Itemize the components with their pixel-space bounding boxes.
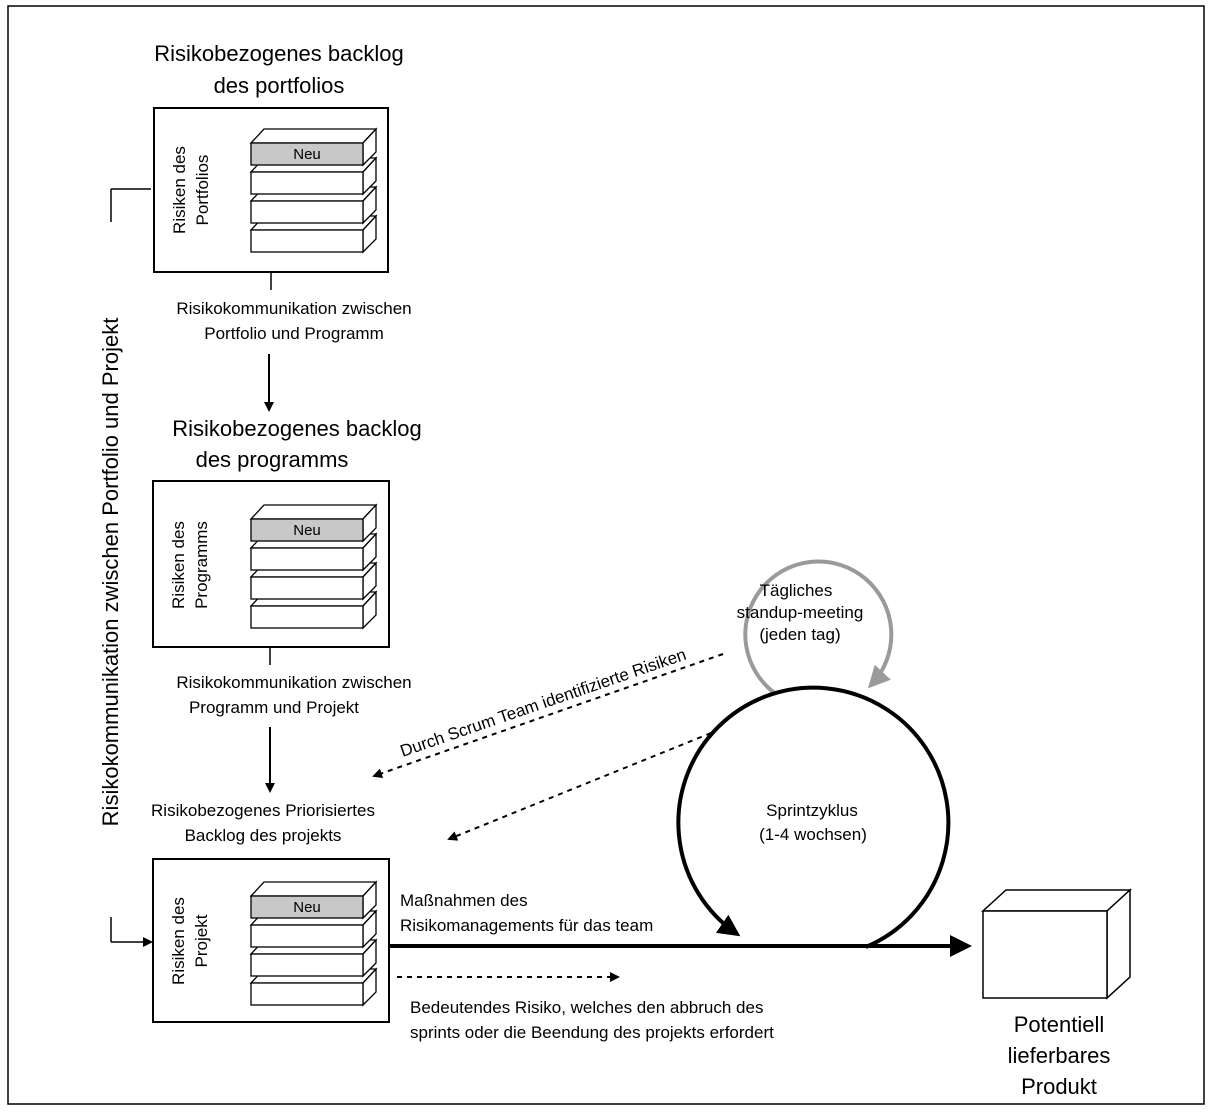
program-title-line2: des programms: [196, 447, 349, 472]
scrum-team-label: Durch Scrum Team identifizierte Risiken: [398, 645, 689, 761]
daily-standup-cycle: Tägliches standup-meeting (jeden tag): [737, 559, 894, 696]
outer-frame: [7, 5, 1205, 1105]
program-comm-line1: Risikokommunikation zwischen: [176, 673, 411, 692]
program-title-line1: Risikobezogenes backlog: [172, 416, 422, 441]
portfolio-new-item: [250, 142, 364, 166]
portfolio-item-stack: Neu: [249, 127, 378, 254]
daily-meeting-line3: (jeden tag): [759, 625, 840, 644]
program-backlog-box: Risiken des Programms Neu: [152, 480, 390, 648]
portfolio-box-label-line2: Portfolios: [193, 155, 212, 226]
project-new-item-label: Neu: [293, 899, 321, 916]
product-line3: Produkt: [1021, 1074, 1097, 1099]
daily-meeting-line1: Tägliches: [760, 581, 833, 600]
project-title-line2: Backlog des projekts: [185, 826, 342, 845]
program-item-stack: Neu: [249, 503, 378, 630]
project-new-item: [250, 895, 364, 919]
portfolio-box-label-line1: Risiken des: [170, 146, 189, 234]
portfolio-title-line2: des portfolios: [214, 73, 345, 98]
project-backlog-box: Risiken des Projekt Neu: [152, 858, 390, 1023]
project-title-line1: Risikobezogenes Priorisiertes: [151, 801, 375, 820]
daily-meeting-line2: standup-meeting: [737, 603, 864, 622]
project-box-label-line1: Risiken des: [169, 897, 188, 985]
side-label: Risikokommunikation zwischen Portfolio u…: [98, 318, 123, 827]
program-box-label-line2: Programms: [192, 521, 211, 609]
measures-line1: Maßnahmen des: [400, 891, 528, 910]
project-item-stack: Neu: [249, 880, 378, 1007]
program-box-label-line1: Risiken des: [169, 521, 188, 609]
product-line2: lieferbares: [1008, 1043, 1111, 1068]
scrum-team-risk-arrow: [372, 653, 724, 779]
project-box-label-line2: Projekt: [192, 914, 211, 967]
program-new-item: [250, 518, 364, 542]
product-line1: Potentiell: [1014, 1012, 1105, 1037]
program-comm-line2: Programm und Projekt: [189, 698, 359, 717]
measures-line2: Risikomanagements für das team: [400, 916, 653, 935]
product-box: [981, 888, 1132, 1000]
portfolio-new-item-label: Neu: [293, 146, 321, 163]
portfolio-project-bracket: [110, 188, 153, 947]
daily-standup-arc: [743, 559, 894, 696]
sprint-cycle-arc: [676, 685, 951, 949]
significant-risk-line2: sprints oder die Beendung des projekts e…: [410, 1023, 774, 1042]
sprint-line2: (1-4 wochsen): [759, 825, 867, 844]
portfolio-title-line1: Risikobezogenes backlog: [154, 41, 404, 66]
program-new-item-label: Neu: [293, 522, 321, 539]
portfolio-backlog-box: Risiken des Portfolios Neu: [153, 107, 389, 273]
sprint-risk-arrow: [447, 732, 712, 841]
portfolio-comm-line2: Portfolio und Programm: [204, 324, 384, 343]
portfolio-comm-line1: Risikokommunikation zwischen: [176, 299, 411, 318]
sprint-cycle: Sprintzyklus (1-4 wochsen): [676, 685, 951, 949]
sprint-line1: Sprintzyklus: [766, 801, 858, 820]
significant-risk-line1: Bedeutendes Risiko, welches den abbruch …: [410, 998, 763, 1017]
